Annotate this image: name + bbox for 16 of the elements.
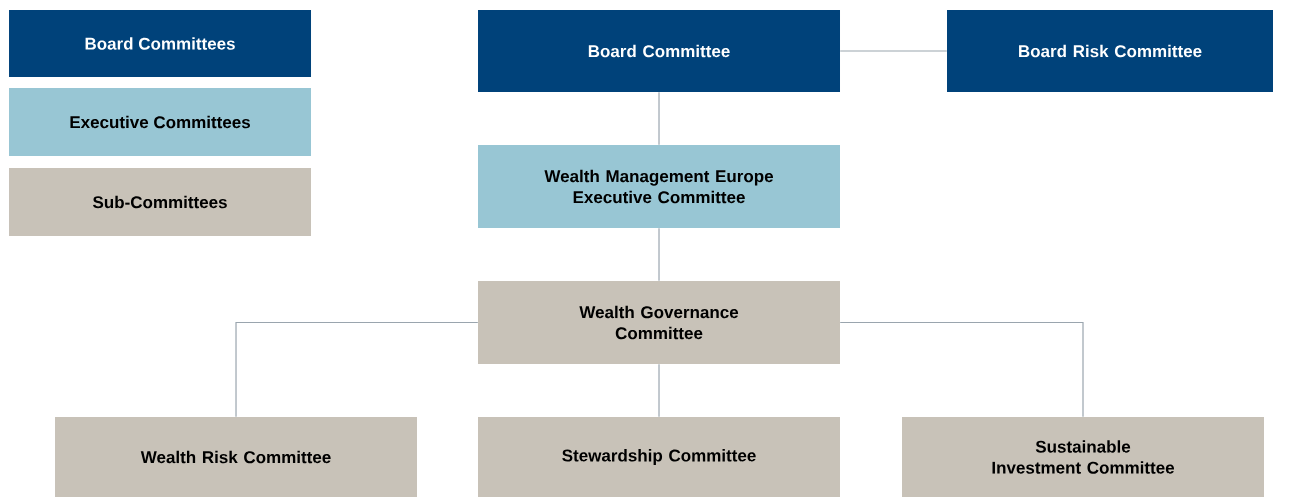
- connector-line: [658, 227, 660, 282]
- committee-box: Stewardship Committee: [478, 417, 840, 497]
- committee-box: Wealth Risk Committee: [55, 417, 417, 497]
- connector-line: [839, 321, 1084, 418]
- committee-box: Wealth Management Europe Executive Committee: [478, 145, 840, 228]
- legend-label: Sub-Committees: [92, 195, 227, 209]
- committee-box: Board Risk Committee: [947, 10, 1273, 92]
- connector-line: [658, 363, 660, 418]
- committee-box: Board Committee: [478, 10, 840, 92]
- committee-box: Sustainable Investment Committee: [902, 417, 1264, 497]
- connector-line: [839, 50, 948, 52]
- legend-label: Executive Committees: [70, 115, 250, 129]
- committee-box: Wealth Governance Committee: [478, 281, 840, 364]
- legend-label: Board Committees: [85, 37, 235, 50]
- connector-line: [235, 321, 479, 418]
- connector-line: [658, 91, 660, 146]
